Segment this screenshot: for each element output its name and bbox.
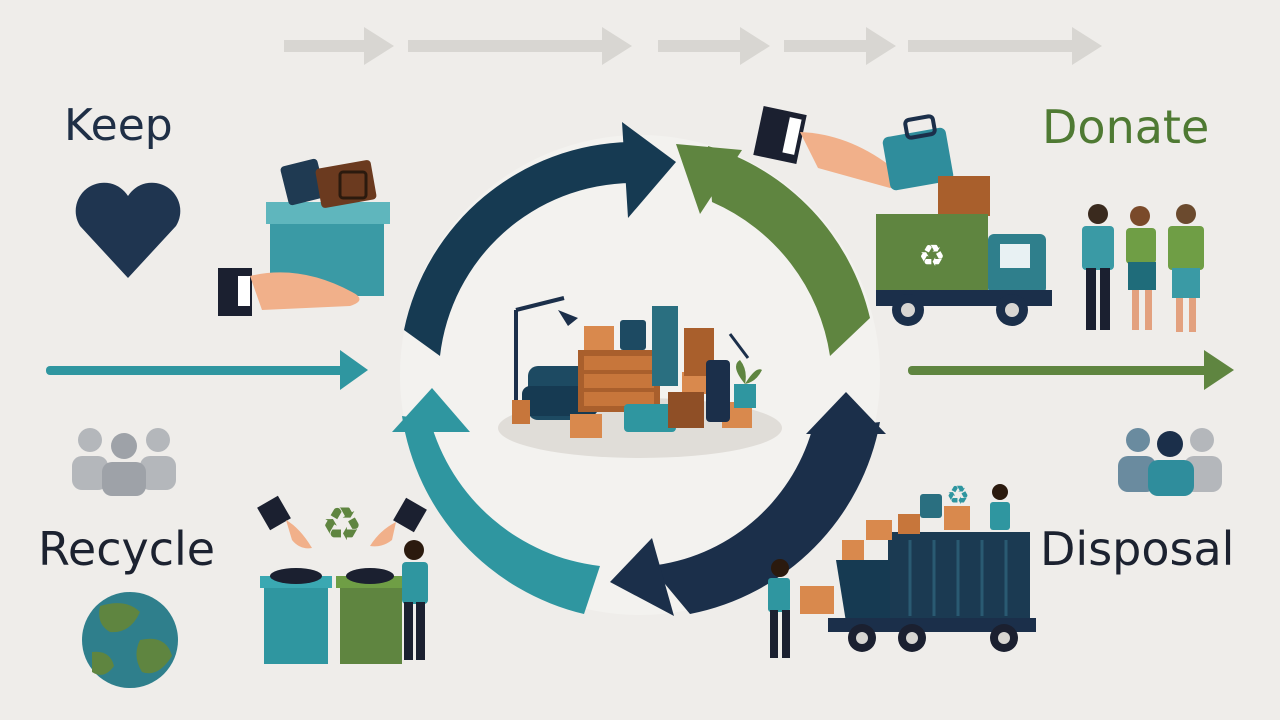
- cycle-arrowhead-dark-navy: [806, 392, 886, 434]
- globe-icon: [82, 592, 178, 688]
- cycle-arrow-teal: [402, 416, 600, 614]
- cycle-arrowhead-teal: [392, 388, 470, 432]
- donation-truck-icon: ♻: [876, 176, 1052, 326]
- donate-label: Donate: [1042, 100, 1210, 154]
- recycle-label: Recycle: [38, 522, 216, 576]
- svg-text:♻: ♻: [946, 481, 969, 511]
- svg-text:♻: ♻: [919, 239, 946, 274]
- disposal-label: Disposal: [1040, 522, 1235, 576]
- gray-arrow-3: [658, 27, 770, 65]
- cycle-arrows: [392, 122, 886, 616]
- people-group-gray-icon: [72, 428, 176, 496]
- top-progress-arrows: [284, 27, 1102, 65]
- cycle-arrowhead-green: [676, 144, 742, 214]
- keep-label: Keep: [64, 100, 173, 151]
- cycle-arrow-navy: [404, 142, 632, 356]
- dumpster-truck-icon: ♻: [768, 481, 1036, 658]
- right-output-arrow: [908, 350, 1234, 390]
- keep-box-illustration: [218, 158, 390, 316]
- donate-hand-suitcase-illustration: [753, 105, 954, 191]
- gray-arrow-1: [284, 27, 394, 65]
- cycle-arrowhead-navy: [622, 122, 676, 218]
- center-belongings-pile: [498, 296, 782, 458]
- heart-icon: [75, 182, 181, 278]
- cycle-arrow-dark-navy: [650, 422, 880, 614]
- cycle-arrowhead-dark-navy-tail: [610, 538, 674, 616]
- gray-arrow-4: [784, 27, 896, 65]
- left-input-arrow: [46, 350, 368, 390]
- donation-recipients-people: [1082, 204, 1204, 332]
- recycle-bins-illustration: ♻: [257, 495, 428, 664]
- cycle-arrow-green: [708, 146, 870, 356]
- svg-text:♻: ♻: [321, 497, 362, 551]
- gray-arrow-5: [908, 27, 1102, 65]
- people-group-colored-icon: [1118, 428, 1222, 496]
- gray-arrow-2: [408, 27, 632, 65]
